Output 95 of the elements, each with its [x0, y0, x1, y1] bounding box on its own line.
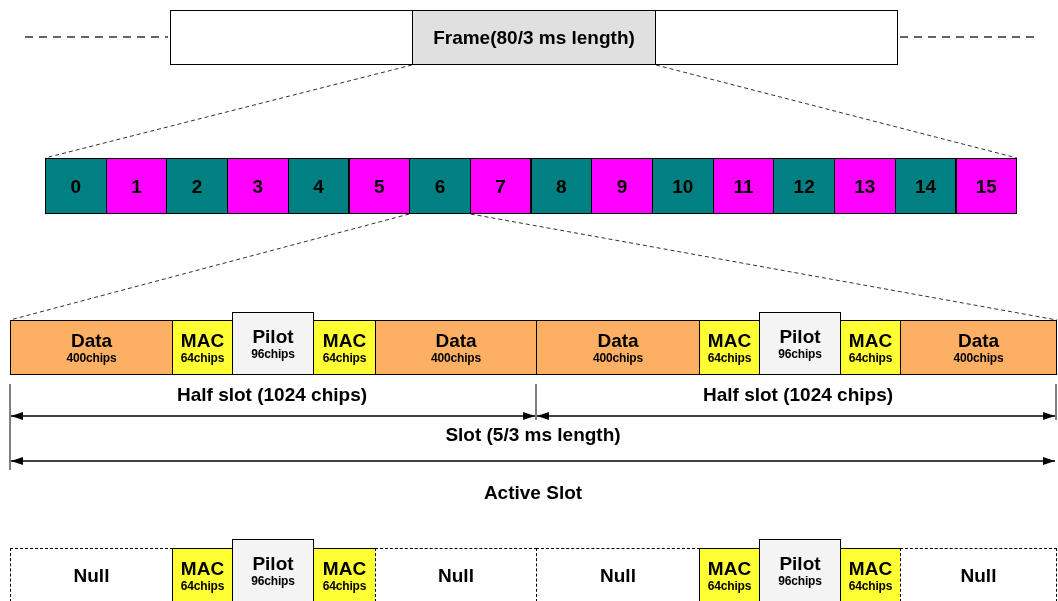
- frame-label: Frame(80/3 ms length): [433, 27, 635, 48]
- frame-segment-box: [170, 10, 413, 65]
- field-name: Data: [435, 330, 477, 351]
- slot-number: 5: [373, 175, 385, 197]
- field-name: Pilot: [779, 326, 821, 347]
- field-name: Data: [957, 330, 1000, 351]
- chip-count: 64chips: [707, 578, 752, 593]
- chip-count: 400chips: [593, 351, 643, 365]
- chip-count: 96chips: [251, 347, 295, 361]
- slot-number: 0: [70, 175, 82, 197]
- field-box: [840, 320, 901, 375]
- slot-number: 10: [672, 175, 694, 197]
- chip-count: 64chips: [848, 351, 893, 365]
- field-box: [699, 548, 760, 601]
- field-box: [536, 320, 700, 375]
- field-box: [900, 548, 1057, 601]
- field-name: MAC: [848, 330, 893, 351]
- field-name: Pilot: [252, 553, 294, 574]
- slot-box: [469, 158, 532, 214]
- field-name: MAC: [180, 330, 225, 351]
- slot-box: [955, 158, 1017, 214]
- field-box: [375, 320, 537, 375]
- dimension-label: Half slot (1024 chips): [702, 384, 894, 406]
- slot-number: 1: [131, 175, 142, 197]
- field-name: MAC: [707, 330, 752, 351]
- field-box: [759, 312, 841, 375]
- field-box: [313, 548, 376, 601]
- chip-count: 64chips: [848, 578, 893, 593]
- field-box: [900, 320, 1057, 375]
- field-box: [232, 539, 314, 601]
- frame-box: [412, 10, 656, 65]
- field-box: [759, 539, 841, 601]
- slot-number: 14: [914, 175, 937, 197]
- slot-box: [105, 158, 168, 214]
- field-name: MAC: [707, 557, 752, 579]
- chip-count: 64chips: [322, 351, 367, 365]
- field-box: [172, 320, 233, 375]
- slot-box: [591, 158, 653, 214]
- field-name: Null: [960, 564, 997, 586]
- chip-count: 400chips: [66, 351, 117, 365]
- slot-number: 8: [556, 175, 567, 197]
- slot-number: 11: [733, 175, 754, 197]
- dimension-label: Slot (5/3 ms length): [445, 424, 621, 446]
- field-box: [840, 548, 901, 601]
- slot-number: 6: [434, 175, 446, 197]
- slot-box: [227, 158, 289, 214]
- field-box: [10, 548, 173, 601]
- chip-count: 400chips: [431, 351, 481, 365]
- field-name: MAC: [322, 330, 367, 351]
- field-name: Null: [438, 564, 474, 586]
- slot-type-label: Active Slot: [483, 482, 583, 504]
- field-name: MAC: [848, 557, 893, 579]
- field-box: [10, 320, 173, 375]
- chip-count: 96chips: [778, 574, 822, 588]
- slot-box: [348, 158, 410, 214]
- dimension-label: Half slot (1024 chips): [176, 384, 368, 406]
- field-name: Pilot: [779, 553, 821, 574]
- slot-box: [894, 158, 957, 214]
- slot-number: 12: [793, 175, 815, 197]
- chip-count: 96chips: [778, 347, 822, 361]
- field-name: MAC: [322, 557, 367, 579]
- field-name: Null: [600, 564, 636, 586]
- slot-number: 15: [975, 175, 997, 197]
- chip-count: 64chips: [707, 351, 752, 365]
- chip-count: 64chips: [180, 578, 225, 593]
- field-name: Null: [73, 564, 110, 586]
- field-box: [313, 320, 376, 375]
- chip-count: 64chips: [322, 578, 367, 593]
- slot-number: 13: [854, 175, 876, 197]
- field-name: Data: [597, 330, 639, 351]
- chip-count: 64chips: [180, 351, 225, 365]
- field-box: [172, 548, 233, 601]
- field-name: Data: [70, 330, 113, 351]
- slot-box: [409, 158, 471, 214]
- field-name: MAC: [180, 557, 225, 579]
- slot-box: [530, 158, 593, 214]
- slot-number: 3: [252, 175, 264, 197]
- slot-number: 7: [495, 175, 506, 197]
- slot-number: 9: [616, 175, 628, 197]
- frame-segment-box: [655, 10, 898, 65]
- slot-box: [45, 158, 107, 214]
- slot-number: 2: [191, 175, 203, 197]
- slot-box: [773, 158, 835, 214]
- chip-count: 400chips: [953, 351, 1004, 365]
- chip-count: 96chips: [251, 574, 295, 588]
- slot-box: [287, 158, 350, 214]
- slot-box: [166, 158, 228, 214]
- slot-box: [834, 158, 896, 214]
- field-box: [375, 548, 537, 601]
- slot-number: 4: [313, 175, 324, 197]
- field-box: [232, 312, 314, 375]
- field-name: Pilot: [252, 326, 294, 347]
- slot-box: [712, 158, 775, 214]
- field-box: [699, 320, 760, 375]
- slot-box: [652, 158, 714, 214]
